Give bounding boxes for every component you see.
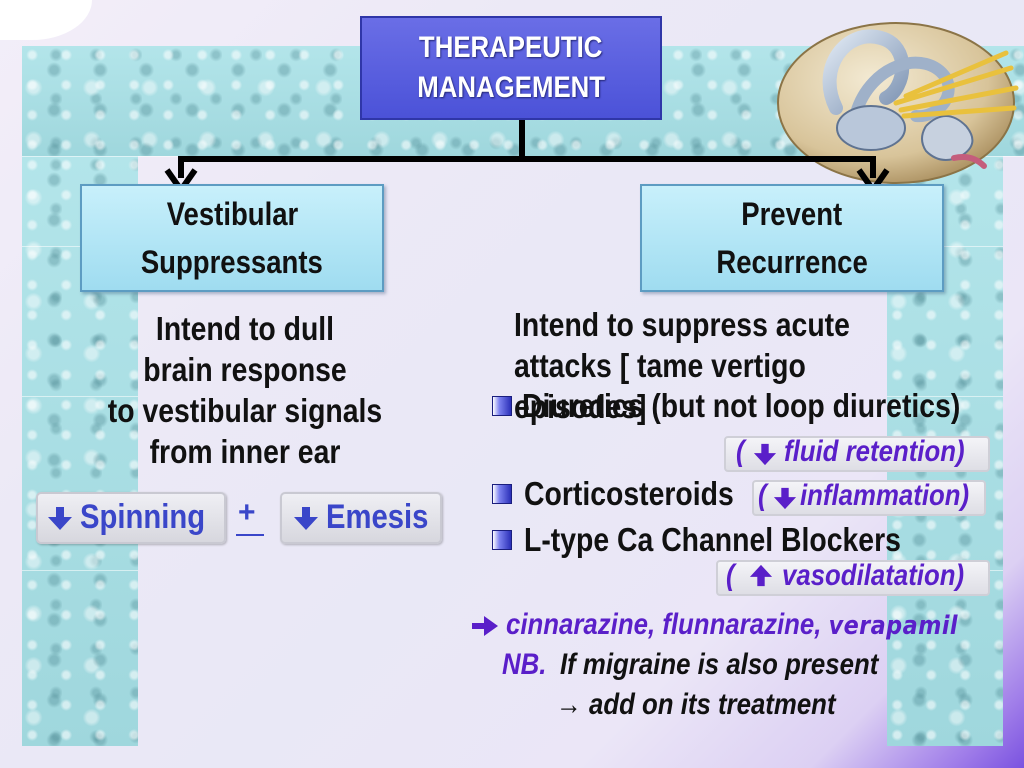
examples-last: verapamil [828,611,959,641]
left-description: Intend to dull brain response to vestibu… [0,308,490,472]
right-description-line: episodes] [514,388,647,425]
texture-gridline [887,246,1003,247]
prevent-recurrence-box: Prevent Recurrence [640,184,944,292]
item-diuretics: Diuretics (but not loop diuretics) [522,387,961,424]
texture-gridline [22,396,138,397]
connector-horizontal [178,156,876,162]
left-description-line: from inner ear [149,433,341,470]
note-open-paren: ( [736,435,745,468]
vestibular-suppressants-box: Vestibular Suppressants [80,184,384,292]
right-description-line: attacks [ tame vertigo [514,347,806,384]
left-description-line: to vestibular signals [107,392,383,429]
up-arrow-icon [749,564,773,587]
nb-text-2: → add on its treatment [556,688,836,721]
down-arrow-icon [294,507,318,530]
note-open-paren: ( [726,559,735,592]
right-description: Intend to suppress acute attacks [ tame … [514,304,905,427]
right-description-line: Intend to suppress acute [514,306,850,343]
inner-ear-illustration [777,22,1019,184]
note-vasodilatation: vasodilatation) [782,559,965,592]
connector-right-drop [870,156,876,178]
texture-gridline [22,570,138,571]
note-open-paren: ( [758,479,767,512]
emesis-label: Emesis [326,498,429,536]
connector-left-drop [178,156,184,178]
texture-gridline [887,396,1003,397]
white-corner [0,0,92,40]
right-branch-line-1: Prevent [741,196,843,232]
bullet-icon [492,484,512,504]
title-line-2: MANAGEMENT [417,71,605,104]
examples-text: cinnarazine, flunnarazine, [506,608,829,641]
left-description-line: Intend to dull [155,310,335,347]
down-arrow-icon [753,443,777,466]
left-description-line: brain response [143,351,347,388]
right-arrow-icon [472,616,498,636]
title-box: THERAPEUTIC MANAGEMENT [360,16,662,120]
left-branch-line-2: Suppressants [141,244,323,280]
right-branch-line-2: Recurrence [716,244,868,280]
connector-vertical [519,120,525,160]
examples-list: cinnarazine, flunnarazine, verapamil [506,608,958,642]
note-inflammation: inflammation) [800,479,970,512]
down-arrow-icon [773,487,797,510]
nb-text: If migraine is also present [560,648,879,681]
spinning-label: Spinning [80,498,206,536]
plus-underline [236,534,264,536]
title-line-1: THERAPEUTIC [419,31,603,64]
bullet-icon [492,396,512,416]
bullet-icon [492,530,512,550]
item-calcium-channel-blockers: L-type Ca Channel Blockers [524,521,901,558]
plus-sign: + [238,496,256,529]
down-arrow-icon [48,507,72,530]
nb-label: NB. [502,648,547,681]
left-branch-line-1: Vestibular [166,196,298,232]
item-corticosteroids: Corticosteroids [524,475,734,512]
note-fluid-retention: fluid retention) [784,435,965,468]
